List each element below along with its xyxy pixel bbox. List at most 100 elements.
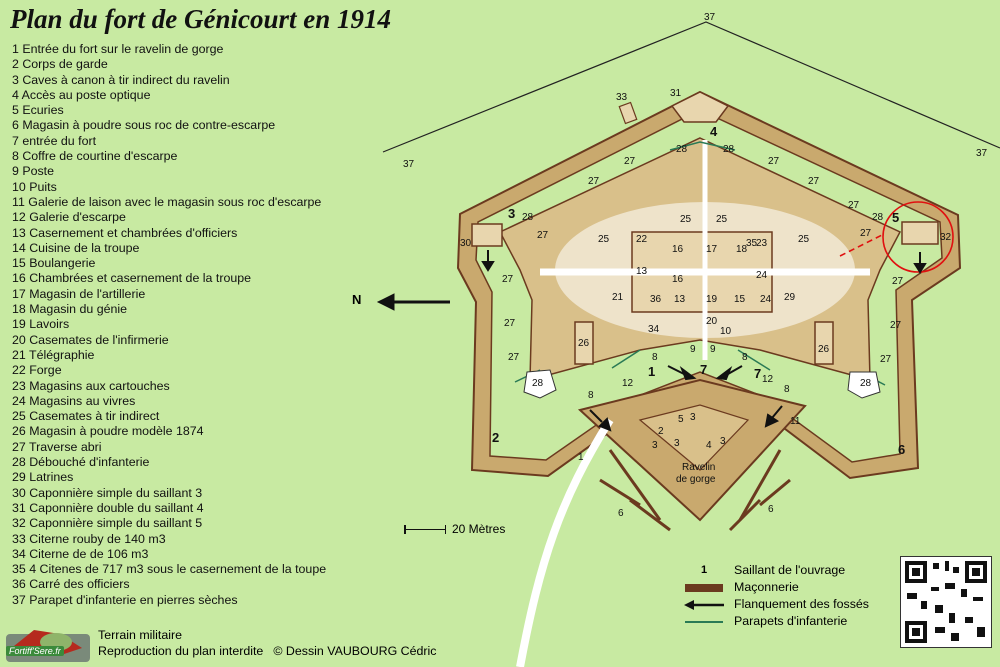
legend-item: 12 Galerie d'escarpe [12, 210, 126, 225]
key-row-masonry: Maçonnerie [680, 579, 869, 596]
legend-item: 27 Traverse abri [12, 439, 102, 454]
label-18: 18 [736, 244, 748, 255]
label-37-left: 37 [403, 159, 415, 170]
label-20: 20 [706, 316, 718, 327]
label-6-right: 6 [768, 504, 774, 515]
masonry-swatch [685, 583, 723, 592]
legend-item: 28 Débouché d'infanterie [12, 455, 150, 470]
legend-item: 30 Caponnière simple du saillant 3 [12, 485, 203, 500]
label-32: 32 [940, 232, 952, 243]
label-27-a: 27 [624, 156, 636, 167]
footer-author: Dessin VAUBOURG Cédric [285, 644, 437, 658]
legend-item: 19 Lavoirs [12, 317, 70, 332]
legend-item: 29 Latrines [12, 470, 74, 485]
label-28-left: 28 [522, 212, 534, 223]
label-27-g: 27 [848, 200, 860, 211]
legend-item: 37 Parapet d'infanterie en pierres sèche… [12, 592, 238, 607]
label-28-right: 28 [872, 212, 884, 223]
legend-item: 8 Coffre de courtine d'escarpe [12, 149, 178, 164]
ravelin-label-1: Ravelin [682, 462, 715, 473]
footer-credits: Terrain militaire Reproduction du plan i… [98, 627, 436, 659]
label-8-a: 8 [652, 352, 658, 363]
key-row-saillant: 1 Saillant de l'ouvrage [680, 562, 869, 579]
label-6-left: 6 [618, 508, 624, 519]
logo-text: Fortiff'Sere.fr [6, 646, 64, 656]
label-29: 29 [784, 292, 796, 303]
label-27-c: 27 [588, 176, 600, 187]
label-37-right: 37 [976, 148, 988, 159]
legend-item: 1 Entrée du fort sur le ravelin de gorge [12, 42, 224, 56]
label-3-ravelin-c: 3 [674, 438, 680, 449]
legend-item: 24 Magasins au vivres [12, 393, 136, 408]
legend-item: 2 Corps de garde [12, 57, 108, 72]
legend-item: 36 Carré des officiers [12, 577, 130, 592]
label-17-a: 17 [706, 244, 718, 255]
key-saillant-label: Saillant de l'ouvrage [734, 563, 846, 577]
legend-item: 18 Magasin du génie [12, 302, 128, 317]
debouche-28-left [523, 369, 557, 399]
label-3: 3 [508, 206, 515, 221]
label-3-ravelin-a: 3 [690, 412, 696, 423]
label-13-b: 13 [674, 294, 686, 305]
parapet-swatch [685, 620, 723, 623]
caponniere-31 [670, 91, 730, 123]
magazine-galleries [599, 449, 791, 532]
legend-item: 9 Poste [12, 164, 55, 179]
legend-item: 34 Citerne de de 106 m3 [12, 546, 149, 561]
key-masonry-label: Maçonnerie [734, 580, 799, 594]
label-12-b: 12 [762, 374, 774, 385]
legend-item: 7 entrée du fort [12, 133, 97, 148]
label-1-saillant: 1 [648, 364, 655, 379]
label-8-d: 8 [784, 384, 790, 395]
label-7-a: 7 [700, 362, 707, 377]
label-26-left: 26 [578, 338, 590, 349]
label-5: 5 [892, 210, 899, 225]
label-27-l: 27 [890, 320, 902, 331]
label-25-c: 25 [716, 214, 728, 225]
label-24-b: 24 [760, 294, 772, 305]
label-28-top-b: 28 [723, 144, 735, 155]
label-21: 21 [612, 292, 624, 303]
label-26-right: 26 [818, 344, 830, 355]
label-16-b: 16 [672, 274, 684, 285]
legend-item: 20 Casemates de l'infirmerie [12, 332, 169, 347]
highlight-dash [839, 233, 885, 257]
parapet-37-line [382, 21, 1000, 153]
access-road [516, 417, 614, 667]
key-row-flank: Flanquement des fossés [680, 596, 869, 613]
copyright-icon: © [273, 644, 283, 658]
label-12-a: 12 [622, 378, 634, 389]
legend-item: 21 Télégraphie [12, 347, 95, 362]
label-2-ravelin: 2 [658, 426, 664, 437]
label-28-top: 28 [676, 144, 688, 155]
legend-item: 11 Galerie de laison avec le magasin sou… [12, 194, 322, 209]
arrow-left-icon [684, 599, 724, 610]
flanking-arrows [481, 250, 927, 432]
magasin-26-left [574, 321, 594, 365]
label-5-ravelin: 5 [678, 414, 684, 425]
label-27-i: 27 [504, 318, 516, 329]
legend-item: 32 Caponnière simple du saillant 5 [12, 516, 203, 531]
legend-item: 35 4 Citenes de 717 m3 sous le caserneme… [12, 562, 327, 577]
scale-bar-label: 20 Mètres [452, 522, 506, 536]
label-19: 19 [706, 294, 718, 305]
scale-bar-line [404, 525, 446, 535]
highlight-circle [882, 201, 954, 273]
key-saillant-number: 1 [700, 564, 708, 576]
north-label: N [352, 292, 362, 307]
label-28-bl: 28 [532, 378, 544, 389]
debouche-28-right [847, 371, 881, 399]
caponniere-30 [471, 223, 503, 247]
legend-item: 16 Chambrées et casernement de la troupe [12, 271, 252, 286]
label-27-k: 27 [892, 276, 904, 287]
label-31: 31 [670, 88, 682, 99]
label-25-b: 25 [680, 214, 692, 225]
label-25-d: 25 [798, 234, 810, 245]
key-parapet-label: Parapets d'infanterie [734, 614, 848, 628]
plan-title: Plan du fort de Génicourt en 1914 [10, 4, 392, 34]
label-13-a: 13 [636, 266, 648, 277]
label-27-d: 27 [808, 176, 820, 187]
legend-item: 22 Forge [12, 363, 62, 378]
